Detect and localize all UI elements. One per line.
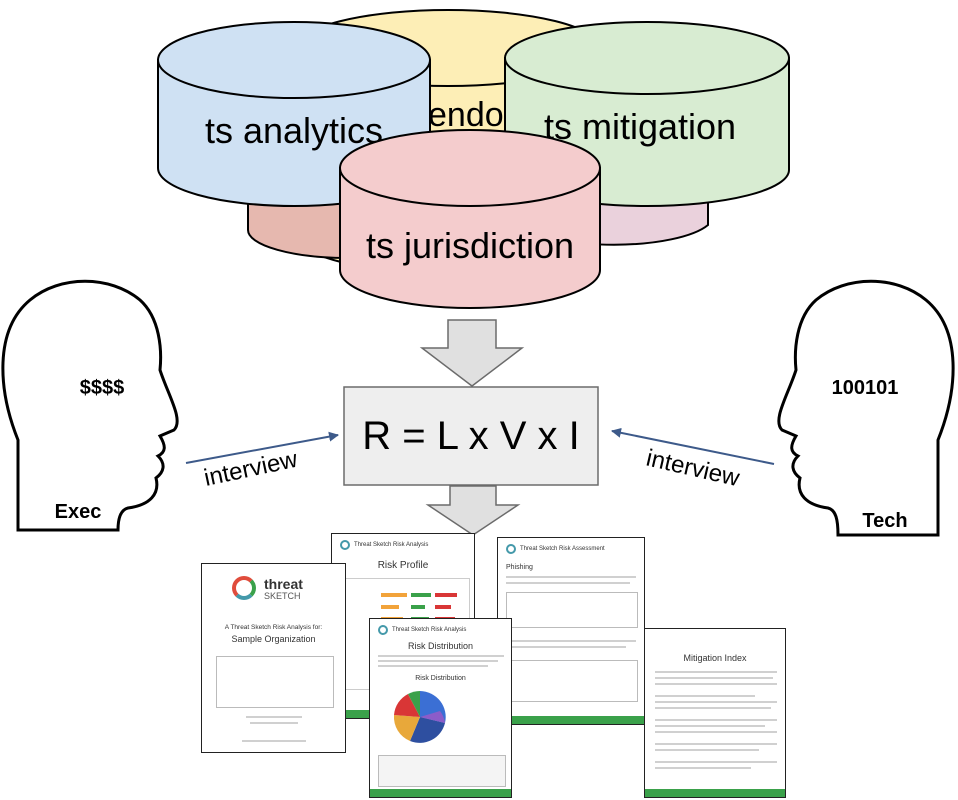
tech-interview-label: interview	[644, 445, 743, 493]
pie-chart	[393, 691, 446, 743]
cylinder-ts-analytics-label: ts analytics	[205, 110, 383, 151]
page-footer	[498, 716, 644, 724]
cylinder-endo-label: endo	[428, 96, 504, 134]
logo-icon	[506, 544, 516, 554]
page-footer	[645, 789, 785, 797]
cover-subtitle: Sample Organization	[231, 634, 316, 644]
exec-label: Exec	[55, 501, 102, 523]
tech-thought: 100101	[832, 377, 899, 399]
formula-text: R = L x V x I	[362, 414, 579, 458]
page-header: Threat Sketch Risk Analysis	[354, 542, 429, 548]
report-page-mitigation-index: Mitigation Index	[644, 628, 786, 798]
page-title: Risk Profile	[377, 560, 429, 571]
exec-interview-arrow	[185, 431, 339, 464]
formula-box	[343, 386, 599, 486]
section-title: Phishing	[506, 564, 533, 571]
brand-name: threat	[264, 576, 303, 592]
page-header: Threat Sketch Risk Assessment	[520, 546, 605, 552]
logo-icon	[340, 540, 350, 550]
cover-title: A Threat Sketch Risk Analysis for:	[224, 624, 323, 631]
down-arrow-bottom	[425, 485, 521, 536]
tech-interview-arrow	[611, 427, 775, 465]
page-header: Threat Sketch Risk Analysis	[392, 627, 467, 633]
page-footer	[370, 789, 511, 797]
chart-title: Risk Distribution	[415, 675, 466, 682]
report-page-phishing: Threat Sketch Risk Assessment Phishing	[497, 537, 645, 725]
tech-head	[777, 279, 955, 537]
logo-icon	[378, 625, 388, 635]
down-arrow-top	[419, 319, 525, 387]
page-title: Risk Distribution	[407, 641, 474, 651]
threat-sketch-logo-icon	[232, 576, 256, 600]
report-page-cover: threat SKETCH A Threat Sketch Risk Analy…	[201, 563, 346, 753]
exec-thought: $$$$	[80, 377, 125, 399]
exec-interview-label: interview	[202, 446, 301, 492]
exec-head	[1, 279, 179, 532]
cylinder-ts-jurisdiction-label: ts jurisdiction	[366, 225, 574, 266]
cylinder-ts-mitigation-label: ts mitigation	[544, 106, 736, 147]
page-title: Mitigation Index	[683, 653, 747, 663]
cylinder-ts-jurisdiction	[339, 129, 601, 309]
tech-label: Tech	[862, 510, 907, 532]
brand-name-2: SKETCH	[264, 591, 301, 601]
report-page-risk-distribution: Threat Sketch Risk Analysis Risk Distrib…	[369, 618, 512, 798]
